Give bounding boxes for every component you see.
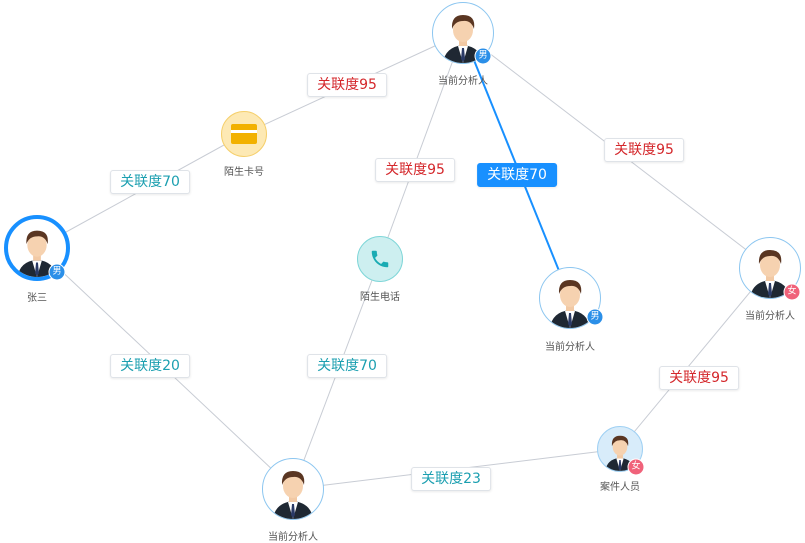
bank-card-icon	[231, 124, 257, 144]
node-label: 当前分析人	[268, 532, 318, 543]
person-node-zhangsan[interactable]	[4, 215, 70, 281]
relation-label-phone-bottom[interactable]: 关联度70	[307, 354, 387, 378]
relation-label-zhangsan-bottom[interactable]: 关联度20	[110, 354, 190, 378]
relation-label-zhangsan-card[interactable]: 关联度70	[110, 170, 190, 194]
relation-label-bottom-case[interactable]: 关联度23	[411, 467, 491, 491]
gender-male-badge: 男	[586, 308, 604, 326]
person-avatar-icon	[263, 459, 323, 519]
node-label: 陌生电话	[360, 292, 400, 303]
phone-icon	[371, 250, 389, 268]
node-label: 案件人员	[600, 482, 640, 493]
relation-label-phone-top[interactable]: 关联度95	[375, 158, 455, 182]
node-label: 当前分析人	[545, 342, 595, 353]
gender-female-badge: 女	[783, 283, 801, 301]
bank-card-node[interactable]	[221, 111, 267, 157]
phone-node[interactable]	[357, 236, 403, 282]
gender-female-badge: 女	[627, 458, 645, 476]
gender-male-badge: 男	[48, 263, 66, 281]
edge-right-case[interactable]	[619, 267, 771, 450]
edge-phone-top[interactable]	[379, 32, 464, 260]
node-label: 陌生卡号	[224, 167, 264, 178]
person-node-bottom[interactable]	[262, 458, 324, 520]
relation-label-card-top[interactable]: 关联度95	[307, 73, 387, 97]
relation-label-top-mid[interactable]: 关联度70	[477, 163, 557, 187]
node-label: 张三	[27, 293, 47, 304]
gender-male-badge: 男	[474, 47, 492, 65]
node-label: 当前分析人	[438, 76, 488, 87]
node-label: 当前分析人	[745, 311, 795, 322]
relation-label-right-case[interactable]: 关联度95	[659, 366, 739, 390]
relation-label-top-right[interactable]: 关联度95	[604, 138, 684, 162]
